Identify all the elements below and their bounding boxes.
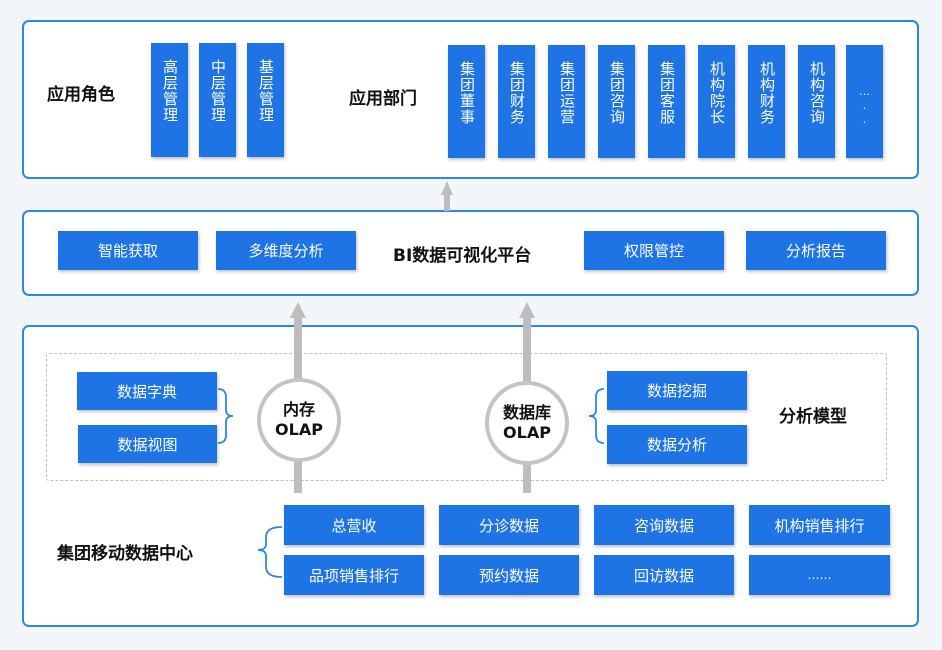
model-title: 分析模型	[779, 407, 847, 427]
more-data-box: ……	[749, 555, 890, 595]
dept-box: 机构院长	[698, 45, 735, 158]
dept-box: 集团董事	[448, 45, 485, 158]
dept-box: 机构财务	[748, 45, 785, 158]
role-box-base: 基层管理	[247, 43, 284, 157]
item-sales-rank-box: 品项销售排行	[284, 555, 424, 595]
dept-box: 集团财务	[498, 45, 535, 158]
dept-box: 集团咨询	[598, 45, 635, 158]
smart-acquire-box: 智能获取	[58, 231, 198, 270]
dept-box: 集团运营	[548, 45, 585, 158]
roles-title: 应用角色	[47, 85, 115, 105]
permission-box: 权限管控	[584, 231, 724, 270]
report-box: 分析报告	[746, 231, 886, 270]
depts-title: 应用部门	[349, 89, 417, 109]
brace-center	[257, 526, 283, 578]
revenue-box: 总营收	[284, 505, 424, 545]
dept-box: 集团客服	[648, 45, 685, 158]
data-analysis-box: 数据分析	[607, 425, 747, 464]
data-mining-box: 数据挖掘	[607, 371, 747, 410]
data-view-box: 数据视图	[78, 425, 217, 463]
platform-title: BI数据可视化平台	[393, 246, 532, 266]
multi-dim-analysis-box: 多维度分析	[216, 231, 356, 270]
role-box-middle: 中层管理	[199, 43, 236, 157]
database-olap-circle: 数据库 OLAP	[485, 381, 569, 465]
appointment-data-box: 预约数据	[439, 555, 579, 595]
org-sales-rank-box: 机构销售排行	[749, 505, 890, 545]
olap-dashed-area	[46, 353, 887, 481]
brace-left	[217, 388, 234, 444]
data-center-title: 集团移动数据中心	[57, 544, 193, 564]
triage-data-box: 分诊数据	[439, 505, 579, 545]
data-dict-box: 数据字典	[77, 372, 217, 410]
arrow-top-up	[441, 181, 453, 211]
memory-olap-circle: 内存 OLAP	[257, 378, 341, 462]
dept-box: 机构咨询	[798, 45, 835, 158]
follow-up-data-box: 回访数据	[594, 555, 734, 595]
role-box-high: 高层管理	[151, 43, 188, 157]
brace-right	[588, 388, 605, 444]
consult-data-box: 咨询数据	[594, 505, 734, 545]
dept-box-more: …..	[846, 45, 883, 158]
